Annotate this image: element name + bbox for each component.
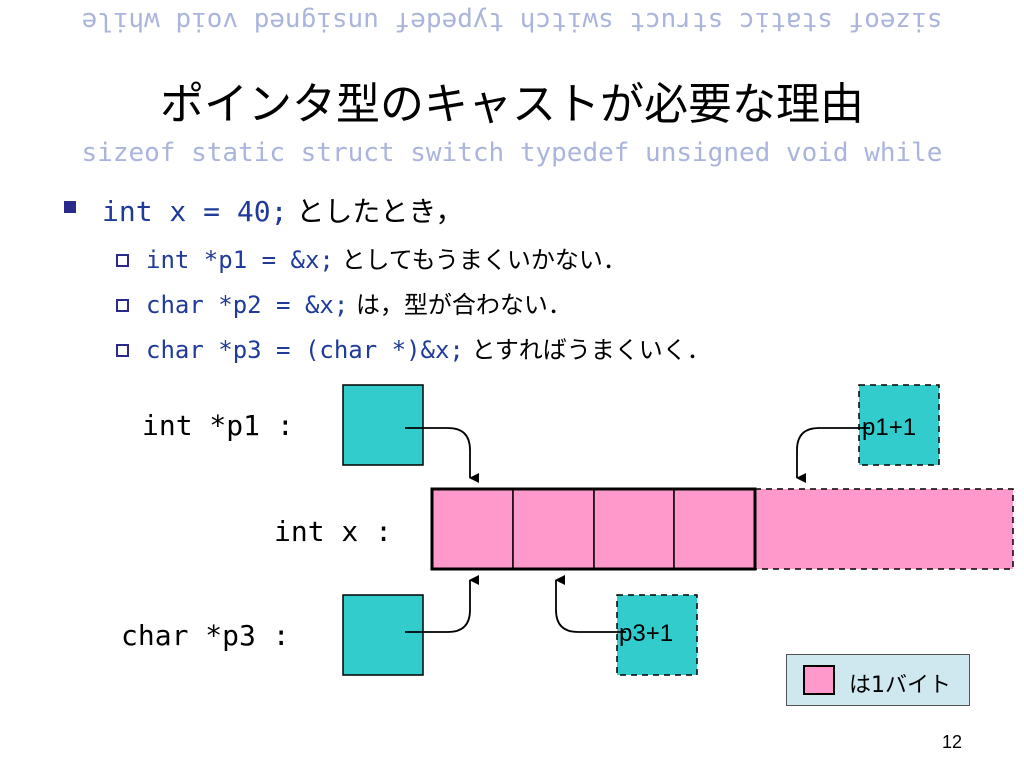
bullet-main-text: としたとき， (296, 195, 464, 228)
label-int-x: int x : (274, 515, 393, 548)
sub-bullet-icon (116, 344, 129, 357)
slide-title: ポインタ型のキャストが必要な理由 (160, 79, 864, 130)
sub-bullet-icon (116, 299, 129, 312)
sub-bullet-2-text: は，型が合わない． (355, 291, 572, 319)
arrow-p3-to-x (405, 575, 479, 633)
int-x-outline (430, 487, 757, 571)
bullet-main: int x = 40; としたとき， (102, 190, 464, 230)
p3-plus-1-box (616, 594, 698, 676)
p1-plus-1-label: p1+1 (862, 414, 917, 441)
int-x-byte (431, 488, 514, 570)
sub-bullet-icon (116, 254, 129, 267)
int-x-byte (673, 488, 756, 570)
memory-next-region (754, 488, 1014, 570)
decorative-keywords: sizeof static struct switch typedef unsi… (81, 138, 943, 168)
p1-plus-1-box (858, 384, 940, 466)
sub-bullet-2-code: char *p2 = &x; (146, 291, 349, 319)
sub-bullet-1-code: int *p1 = &x; (146, 246, 334, 274)
sub-bullet-2: char *p2 = &x; は，型が合わない． (146, 285, 572, 320)
legend-text: は1バイト (849, 673, 951, 698)
int-x-byte (593, 488, 675, 570)
sub-bullet-3-text: とすればうまくいく． (471, 336, 711, 364)
legend: は1バイト (786, 654, 970, 706)
sub-bullet-3: char *p3 = (char *)&x; とすればうまくいく． (146, 330, 711, 365)
arrow-p3plus1-to-byte (555, 575, 626, 633)
byte-swatch (803, 665, 835, 695)
p3-pointer-box (342, 594, 424, 676)
arrow-p1plus1-to-next (796, 427, 870, 483)
sub-bullet-1: int *p1 = &x; としてもうまくいかない． (146, 240, 627, 275)
bullet-square-icon (64, 201, 76, 213)
label-char-p3: char *p3 : (121, 619, 290, 652)
page-number: 12 (941, 732, 962, 752)
bullet-main-code: int x = 40; (102, 195, 288, 228)
arrow-p1-to-x (405, 427, 479, 483)
p1-pointer-box (342, 384, 424, 466)
int-x-byte (512, 488, 595, 570)
sub-bullet-3-code: char *p3 = (char *)&x; (146, 336, 464, 364)
sub-bullet-1-text: としてもうまくいかない． (341, 246, 627, 274)
label-int-p1: int *p1 : (142, 409, 294, 442)
p3-plus-1-label: p3+1 (619, 620, 674, 647)
